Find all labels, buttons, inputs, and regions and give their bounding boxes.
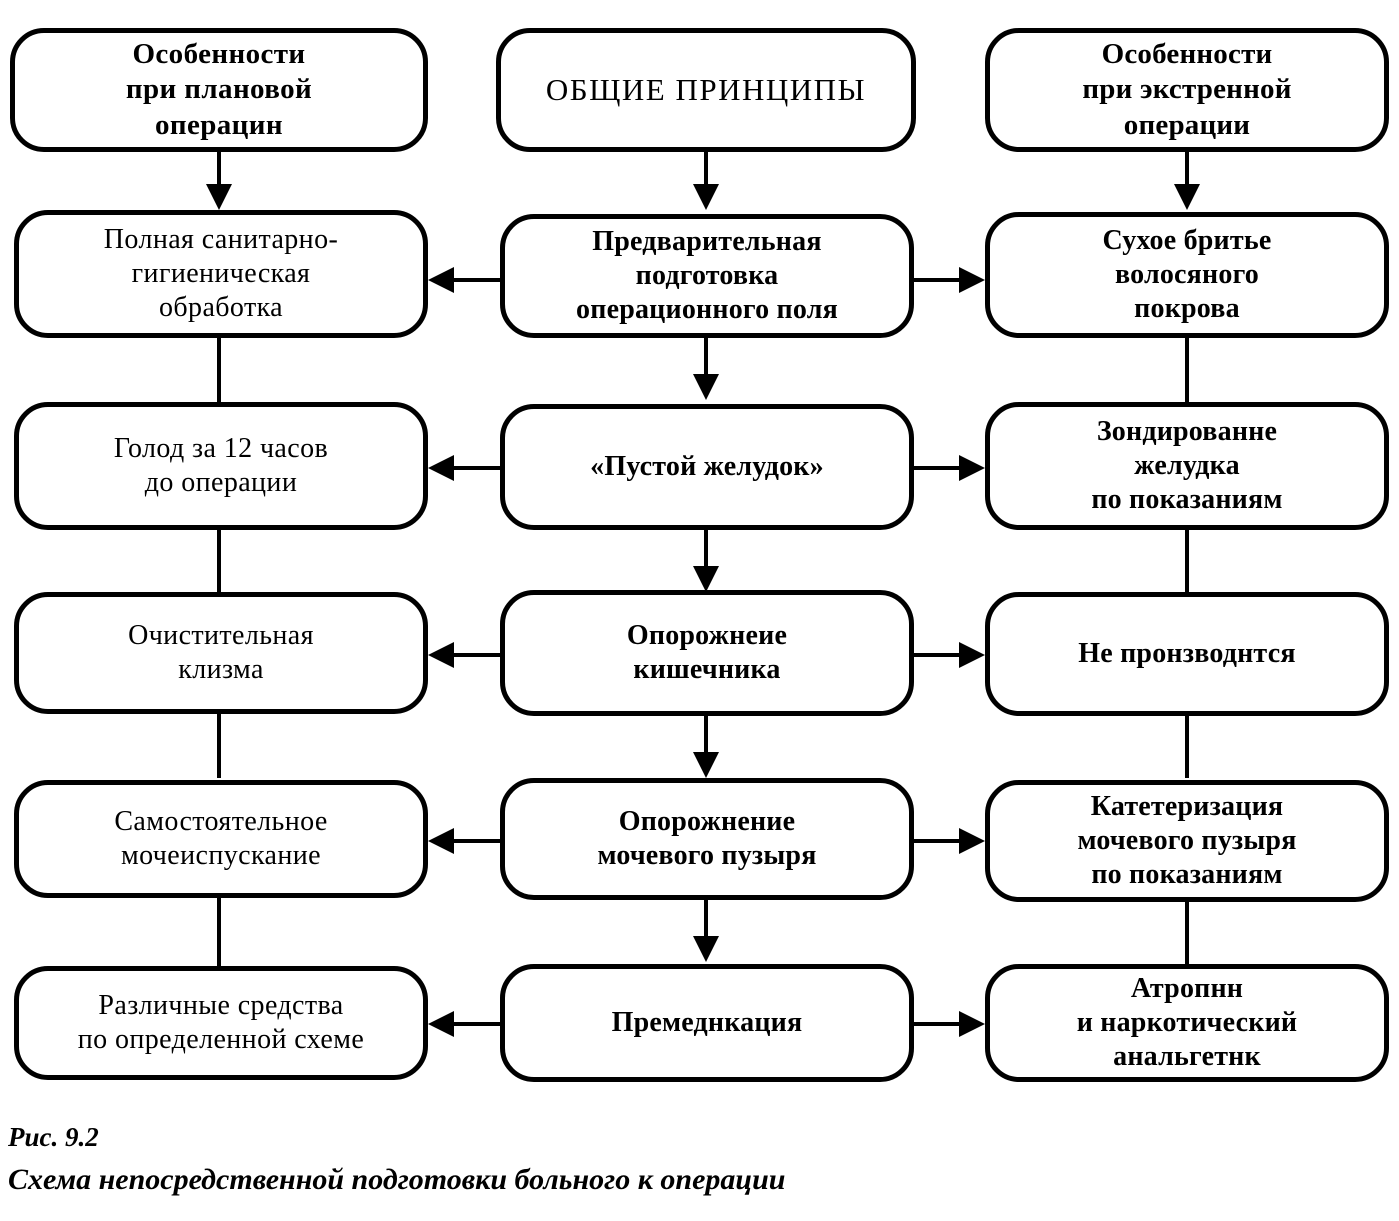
connector-row-4-to-right (914, 839, 963, 843)
connector-left-2-3 (217, 530, 221, 594)
node-row-4-left-label: Самостоятельное мочеиспускание (114, 805, 328, 871)
node-row-2-right-label: Зондированне желудка по показаниям (1091, 415, 1283, 516)
arrowhead-middle-4-5 (693, 936, 719, 962)
node-header-left: Особенности при плановой операцин (10, 28, 428, 152)
connector-middle-4-5 (704, 900, 708, 946)
connector-middle-1-2 (704, 338, 708, 388)
node-row-3-middle-label: Опорожнеие кишечника (626, 619, 788, 685)
figure-title: Схема непосредственной подготовки больно… (8, 1163, 786, 1196)
node-header-left-label: Особенности при плановой операцин (125, 37, 313, 141)
arrowhead-row-1-to-right (959, 267, 985, 293)
node-row-2-middle-label: «Пустой желудок» (590, 450, 824, 482)
node-row-1-left: Полная санитарно- гигиеническая обработк… (14, 210, 428, 338)
arrowhead-header-right-down (1174, 184, 1200, 210)
connector-middle-3-4 (704, 716, 708, 762)
arrowhead-row-5-to-left (428, 1011, 454, 1037)
node-header-right: Особенности при экстренной операции (985, 28, 1389, 152)
node-row-1-middle: Предварительная подготовка операционного… (500, 214, 914, 338)
node-row-3-left: Очистительная клизма (14, 592, 428, 714)
node-header-right-label: Особенности при экстренной операции (1082, 37, 1292, 141)
connector-right-4-5 (1185, 902, 1189, 966)
connector-row-1-to-right (914, 278, 963, 282)
connector-left-1-2 (217, 338, 221, 404)
arrowhead-row-2-to-right (959, 455, 985, 481)
connector-right-2-3 (1185, 530, 1189, 594)
connector-row-3-to-left (450, 653, 500, 657)
connector-header-middle-down (704, 152, 708, 200)
arrowhead-middle-1-2 (693, 374, 719, 400)
node-row-5-middle: Премеднкация (500, 964, 914, 1082)
node-row-5-middle-label: Премеднкация (611, 1006, 803, 1038)
connector-left-3-4 (217, 714, 221, 778)
arrowhead-middle-3-4 (693, 752, 719, 778)
arrowhead-middle-2-3 (693, 566, 719, 592)
node-row-3-right-label: Не пронзводнтся (1078, 637, 1296, 669)
node-row-5-left: Различные средства по определенной схеме (14, 966, 428, 1080)
node-row-4-right: Катетеризация мочевого пузыря по показан… (985, 780, 1389, 902)
arrowhead-row-2-to-left (428, 455, 454, 481)
connector-row-3-to-right (914, 653, 963, 657)
node-row-4-middle-label: Опорожнение мочевого пузыря (597, 805, 817, 871)
node-row-1-middle-label: Предварительная подготовка операционного… (576, 225, 838, 326)
node-row-3-right: Не пронзводнтся (985, 592, 1389, 716)
node-row-5-left-label: Различные средства по определенной схеме (77, 989, 365, 1055)
arrowhead-header-left-down (206, 184, 232, 210)
node-row-5-right: Атропнн и наркотический анальгетнк (985, 964, 1389, 1082)
connector-row-5-to-right (914, 1022, 963, 1026)
node-row-3-left-label: Очистительная клизма (128, 619, 314, 685)
connector-row-5-to-left (450, 1022, 500, 1026)
node-row-4-right-label: Катетеризация мочевого пузыря по показан… (1077, 790, 1297, 891)
connector-header-right-down (1185, 152, 1189, 200)
arrowhead-row-4-to-right (959, 828, 985, 854)
arrowhead-header-middle-down (693, 184, 719, 210)
connector-row-4-to-left (450, 839, 500, 843)
node-row-5-right-label: Атропнн и наркотический анальгетнк (1076, 972, 1298, 1073)
node-row-2-middle: «Пустой желудок» (500, 404, 914, 530)
node-row-1-right: Сухое бритье волосяного покрова (985, 212, 1389, 338)
node-row-1-right-label: Сухое бритье волосяного покрова (1102, 224, 1272, 325)
connector-left-4-5 (217, 898, 221, 966)
connector-row-2-to-left (450, 466, 500, 470)
node-row-2-right: Зондированне желудка по показаниям (985, 402, 1389, 530)
connector-row-2-to-right (914, 466, 963, 470)
node-header-middle-label: ОБЩИЕ ПРИНЦИПЫ (545, 72, 867, 108)
node-row-3-middle: Опорожнеие кишечника (500, 590, 914, 716)
node-row-2-left: Голод за 12 часов до операции (14, 402, 428, 530)
node-row-4-middle: Опорожнение мочевого пузыря (500, 778, 914, 900)
arrowhead-row-5-to-right (959, 1011, 985, 1037)
connector-right-1-2 (1185, 338, 1189, 404)
figure-number: Рис. 9.2 (8, 1122, 99, 1152)
node-row-2-left-label: Голод за 12 часов до операции (113, 432, 329, 498)
arrowhead-row-3-to-right (959, 642, 985, 668)
arrowhead-row-4-to-left (428, 828, 454, 854)
arrowhead-row-1-to-left (428, 267, 454, 293)
node-row-1-left-label: Полная санитарно- гигиеническая обработк… (103, 223, 339, 324)
node-header-middle: ОБЩИЕ ПРИНЦИПЫ (496, 28, 916, 152)
arrowhead-row-3-to-left (428, 642, 454, 668)
connector-middle-2-3 (704, 530, 708, 576)
connector-row-1-to-left (450, 278, 500, 282)
connector-header-left-down (217, 152, 221, 200)
connector-right-3-4 (1185, 716, 1189, 778)
node-row-4-left: Самостоятельное мочеиспускание (14, 780, 428, 898)
